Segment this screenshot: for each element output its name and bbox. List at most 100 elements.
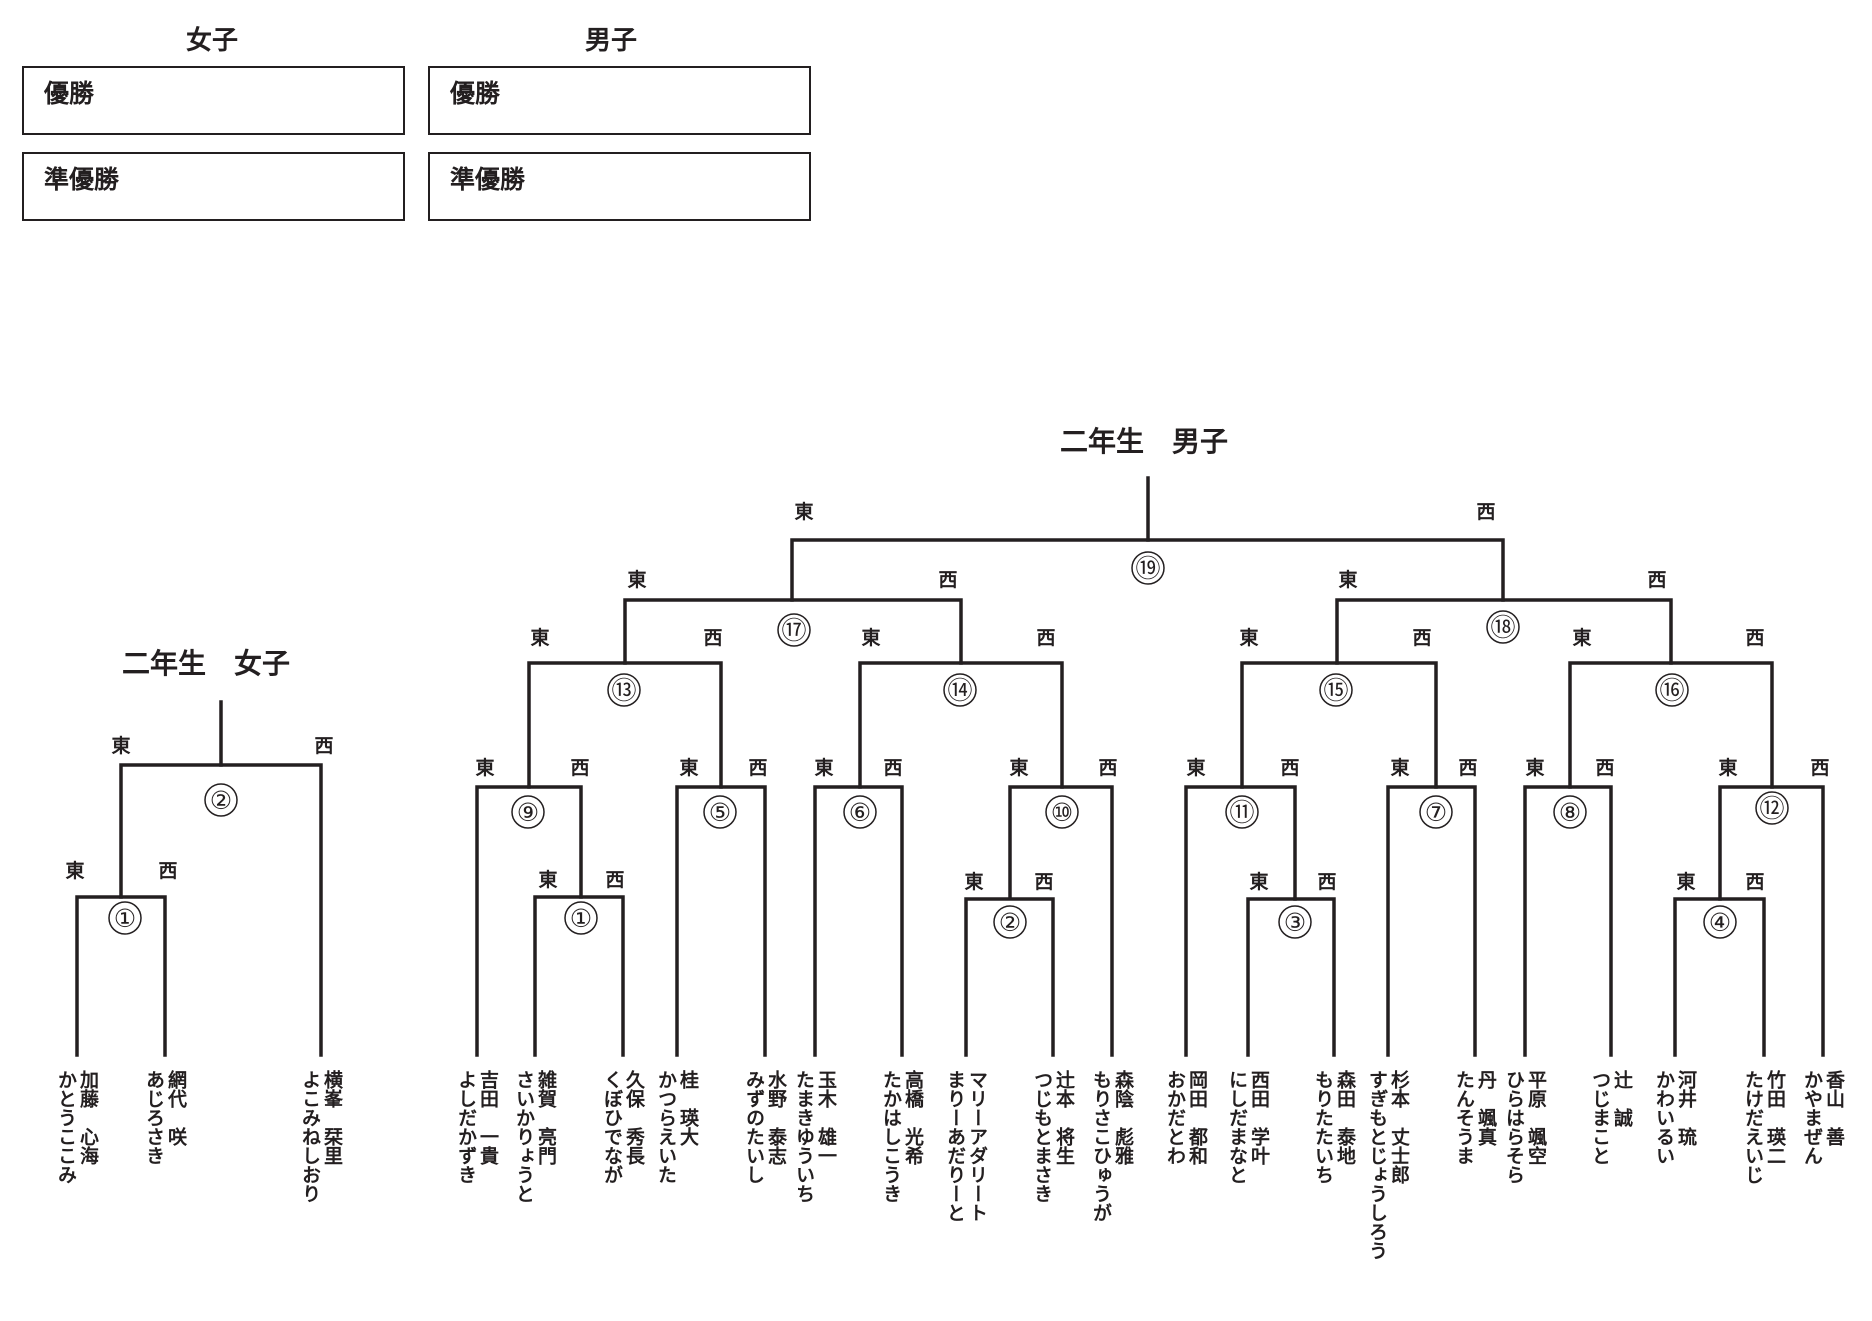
player-reading: よこみねしおり bbox=[299, 1070, 321, 1203]
boys-winner-box: 優勝 bbox=[428, 66, 811, 135]
boys-match-10-label-circle bbox=[1045, 795, 1079, 829]
player-reading: かわいるい bbox=[1653, 1070, 1675, 1165]
boys-match-6-east-label: 東 bbox=[814, 756, 833, 779]
girls-match-1-west-label: 西 bbox=[158, 860, 177, 882]
player-reading: くぼひでなが bbox=[601, 1070, 623, 1184]
player-name: 横峯 栞里 bbox=[321, 1069, 344, 1165]
boys-match-1-bracket bbox=[533, 895, 625, 1057]
player-name: 森陰 彪雅 bbox=[1112, 1069, 1134, 1165]
girls-final-east-label: 東 bbox=[111, 734, 130, 757]
boys-match-8-bracket bbox=[1523, 785, 1613, 1057]
player-reading: まりーあだりーと bbox=[944, 1070, 966, 1222]
player-name: 雑賀 亮門 bbox=[535, 1069, 558, 1165]
player-reading: にしだまなと bbox=[1226, 1070, 1248, 1184]
player-name: 森田 泰地 bbox=[1334, 1069, 1357, 1165]
boys-match-19-label-circle bbox=[1131, 551, 1165, 585]
boys-match-3-label-circle bbox=[1278, 905, 1312, 939]
girls-match-1-label-circle bbox=[108, 901, 142, 935]
player-name: 竹田 瑛二 bbox=[1764, 1069, 1787, 1165]
boys-match-4-label-circle bbox=[1703, 905, 1737, 939]
boys-match-9-label-circle bbox=[511, 795, 545, 829]
boys-match-6-label: ⑥ bbox=[849, 798, 871, 827]
girls-bracket-title: 二年生 女子 bbox=[122, 647, 291, 680]
boys-match-9-label: ⑨ bbox=[517, 798, 539, 827]
boys-match-6-label-circle bbox=[843, 795, 877, 829]
player-reading: つじまこと bbox=[1589, 1070, 1611, 1165]
player-name: 久保 秀長 bbox=[623, 1069, 646, 1166]
player-name: 辻 誠 bbox=[1611, 1069, 1633, 1128]
boys-runner-up-box: 準優勝 bbox=[428, 152, 811, 221]
boys-match-5-east-label: 東 bbox=[679, 756, 698, 779]
boys-match-16-label: ⑯ bbox=[1659, 676, 1684, 705]
boys-match-8-west-label: 西 bbox=[1595, 757, 1614, 779]
boys-match-9-west-label: 西 bbox=[570, 757, 589, 779]
boys-match-5-label: ⑤ bbox=[709, 798, 731, 827]
boys-match-15-label-circle bbox=[1319, 673, 1353, 707]
boys-match-2-label: ② bbox=[999, 908, 1021, 937]
boys-match-1-east-label: 東 bbox=[538, 868, 557, 891]
boys-match-12-west-label: 西 bbox=[1810, 757, 1829, 779]
player-reading: さいかりょうと bbox=[513, 1070, 535, 1203]
girls-match-2-label: ② bbox=[210, 786, 232, 815]
player-reading: もりたたいち bbox=[1312, 1070, 1334, 1184]
girls-match-1-label: ① bbox=[114, 904, 136, 933]
boys-match-3-bracket bbox=[1246, 897, 1336, 1057]
boys-match-17-label: ⑰ bbox=[781, 616, 806, 645]
boys-match-18-east-label: 東 bbox=[1338, 568, 1357, 591]
player-reading: おかだとわ bbox=[1164, 1070, 1186, 1165]
boys-match-9-east-label: 東 bbox=[475, 756, 494, 779]
boys-match-6-west-label: 西 bbox=[883, 757, 902, 779]
boys-match-7-east-label: 東 bbox=[1390, 756, 1409, 779]
player-reading: たんそうま bbox=[1453, 1070, 1475, 1165]
boys-match-2-bracket bbox=[964, 897, 1055, 1057]
player-reading: たかはしこうき bbox=[880, 1070, 902, 1203]
boys-match-14-label-circle bbox=[943, 673, 977, 707]
player-name: 網代 咲 bbox=[165, 1069, 188, 1147]
boys-match-19-label: ⑲ bbox=[1135, 554, 1160, 583]
girls-match-1-east-label: 東 bbox=[65, 859, 84, 882]
player-name: 平原 颯空 bbox=[1525, 1070, 1547, 1165]
player-reading: みずのたいし bbox=[743, 1070, 765, 1184]
boys-match-3-west-label: 西 bbox=[1317, 871, 1336, 893]
boys-match-16-label-circle bbox=[1655, 673, 1689, 707]
boys-match-4-east-label: 東 bbox=[1676, 870, 1695, 893]
girls-winner-label: 優勝 bbox=[44, 79, 95, 108]
girls-runner-up-label: 準優勝 bbox=[44, 165, 120, 194]
boys-match-13-label: ⑬ bbox=[611, 676, 636, 705]
boys-match-4-west-label: 西 bbox=[1745, 871, 1764, 893]
player-name: 玉木 雄一 bbox=[815, 1070, 838, 1165]
boys-match-5-west-label: 西 bbox=[748, 757, 767, 779]
boys-match-8-label-circle bbox=[1553, 795, 1587, 829]
player-reading: あじろさき bbox=[143, 1070, 165, 1165]
boys-match-2-east-label: 東 bbox=[964, 870, 983, 893]
player-name: 岡田 都和 bbox=[1186, 1070, 1209, 1165]
player-name: 香山 善 bbox=[1823, 1070, 1846, 1147]
boys-match-17-east-label: 東 bbox=[627, 568, 646, 591]
player-reading: すぎもとじょうしろう bbox=[1366, 1070, 1388, 1260]
boys-match-7-label: ⑦ bbox=[1425, 798, 1447, 827]
boys-match-1-label: ① bbox=[570, 904, 592, 933]
boys-match-10-east-label: 東 bbox=[1009, 756, 1028, 779]
boys-match-14-label: ⑭ bbox=[947, 676, 972, 705]
boys-match-8-label: ⑧ bbox=[1559, 798, 1581, 827]
player-reading: ひらはらそら bbox=[1503, 1070, 1525, 1184]
boys-match-15-west-label: 西 bbox=[1412, 627, 1431, 649]
boys-runner-up-label: 準優勝 bbox=[450, 165, 526, 194]
boys-match-13-west-label: 西 bbox=[703, 627, 722, 649]
